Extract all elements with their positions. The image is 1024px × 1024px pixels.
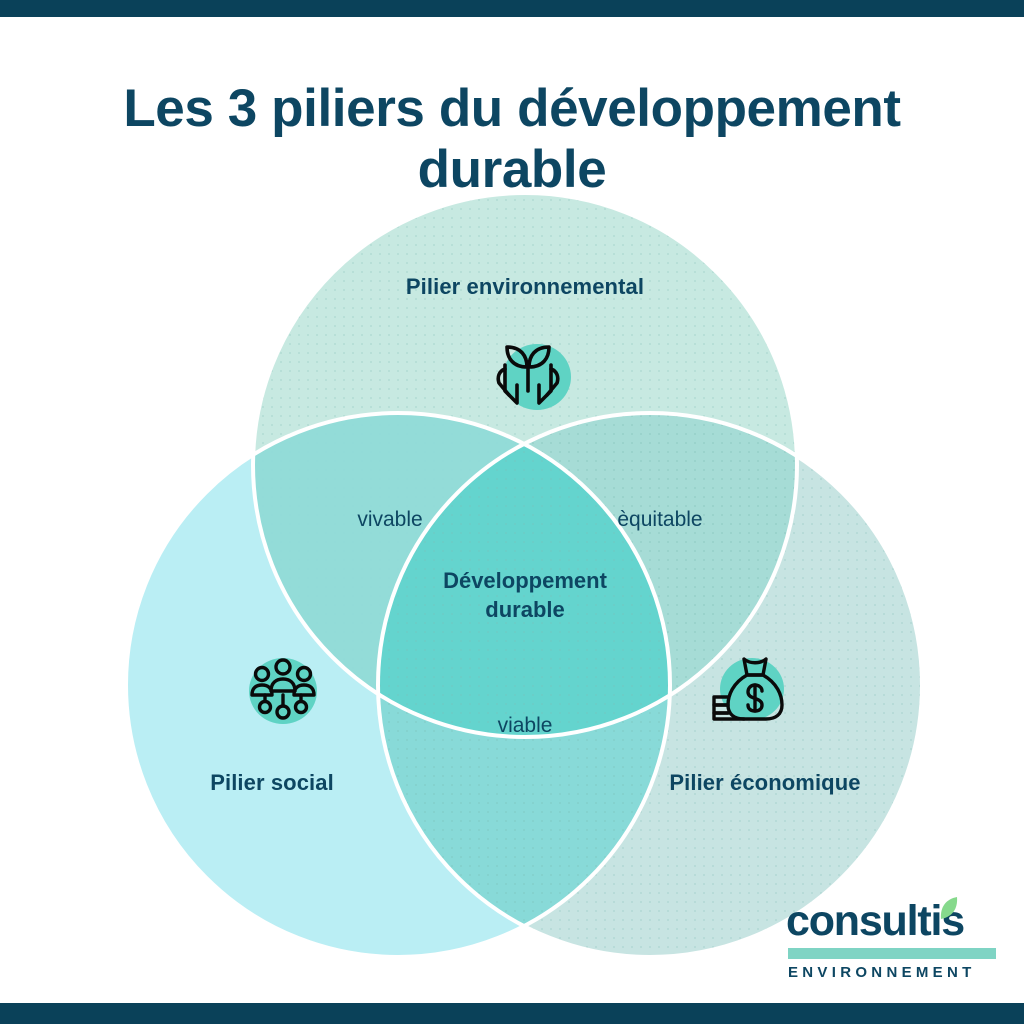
consultis-logo: consultis ENVIRONNEMENT [786,897,1002,982]
top-band [0,0,1024,17]
bottom-band [0,1003,1024,1024]
venn-center-region [378,413,670,737]
page-title: Les 3 piliers du développement durable [123,78,901,199]
leaf-icon [940,897,958,919]
money-bag-icon [700,643,796,739]
intersection-label-equitable: èquitable [617,508,703,531]
people-network-icon [235,643,331,739]
pillar-label-environmental: Pilier environnemental [405,274,645,299]
logo-subtitle: ENVIRONNEMENT [788,964,976,981]
logo-underline-bar [788,948,996,959]
venn-outlines [124,191,924,959]
center-label-developpement-durable: Développement durable [443,568,607,622]
intersection-label-vivable: vivable [357,508,423,531]
pillar-label-economic: Pilier économique [669,770,861,795]
hands-holding-plant-icon [483,325,579,421]
logo-wordmark: consultis [786,897,965,945]
intersection-label-viable: viable [497,714,553,737]
pillar-label-social: Pilier social [210,770,334,795]
